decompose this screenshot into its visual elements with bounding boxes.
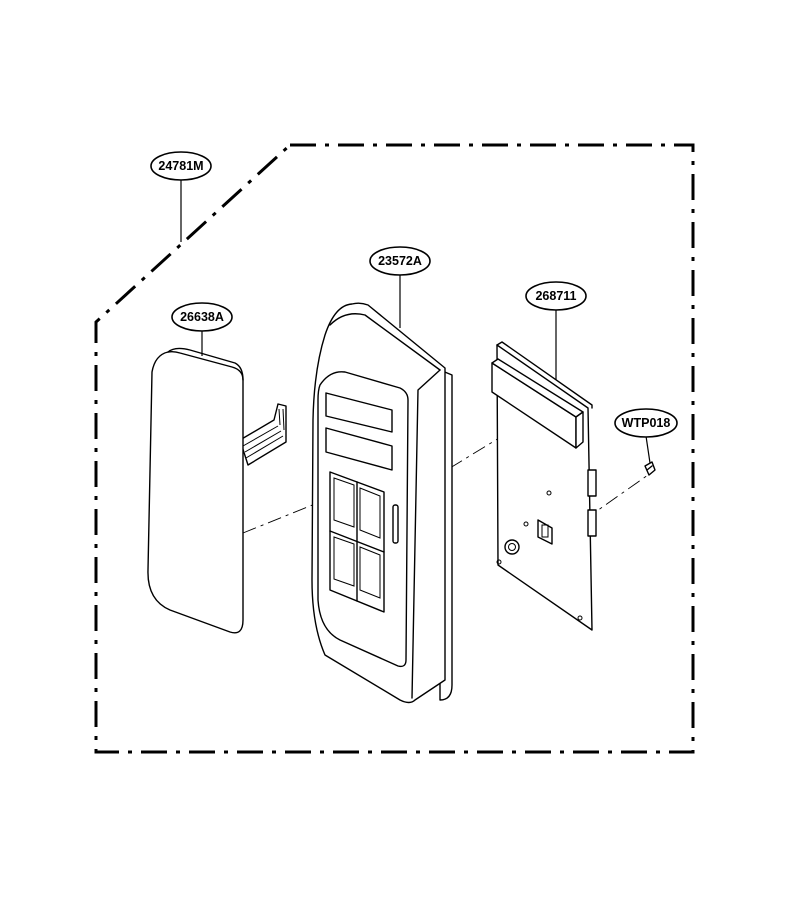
leader-lines	[180, 180, 651, 464]
callout-pcb: 268711	[525, 281, 587, 311]
callout-label: 268711	[535, 289, 576, 303]
callout-control-panel: 23572A	[369, 246, 431, 276]
callout-label: 26638A	[180, 310, 224, 324]
control-panel-part	[311, 302, 453, 704]
side-slot	[392, 504, 399, 544]
pcb-round-component	[504, 539, 520, 555]
callout-label: WTP018	[622, 416, 671, 430]
display-window-bottom	[325, 427, 393, 471]
callout-label: 23572A	[378, 254, 422, 268]
callout-assembly: 24781M	[150, 151, 212, 181]
display-window-top	[325, 392, 393, 433]
screw-part	[644, 461, 656, 476]
assembly-boundary	[94, 143, 695, 754]
pcb-part	[491, 341, 597, 631]
pcb-switch	[537, 519, 553, 545]
keypad-grid	[329, 471, 385, 613]
callout-glass-cover: 26638A	[171, 302, 233, 332]
glass-cover-part	[147, 347, 287, 634]
callout-screw: WTP018	[614, 408, 678, 438]
callout-label: 24781M	[158, 159, 203, 173]
ribbon-cable	[239, 403, 287, 466]
